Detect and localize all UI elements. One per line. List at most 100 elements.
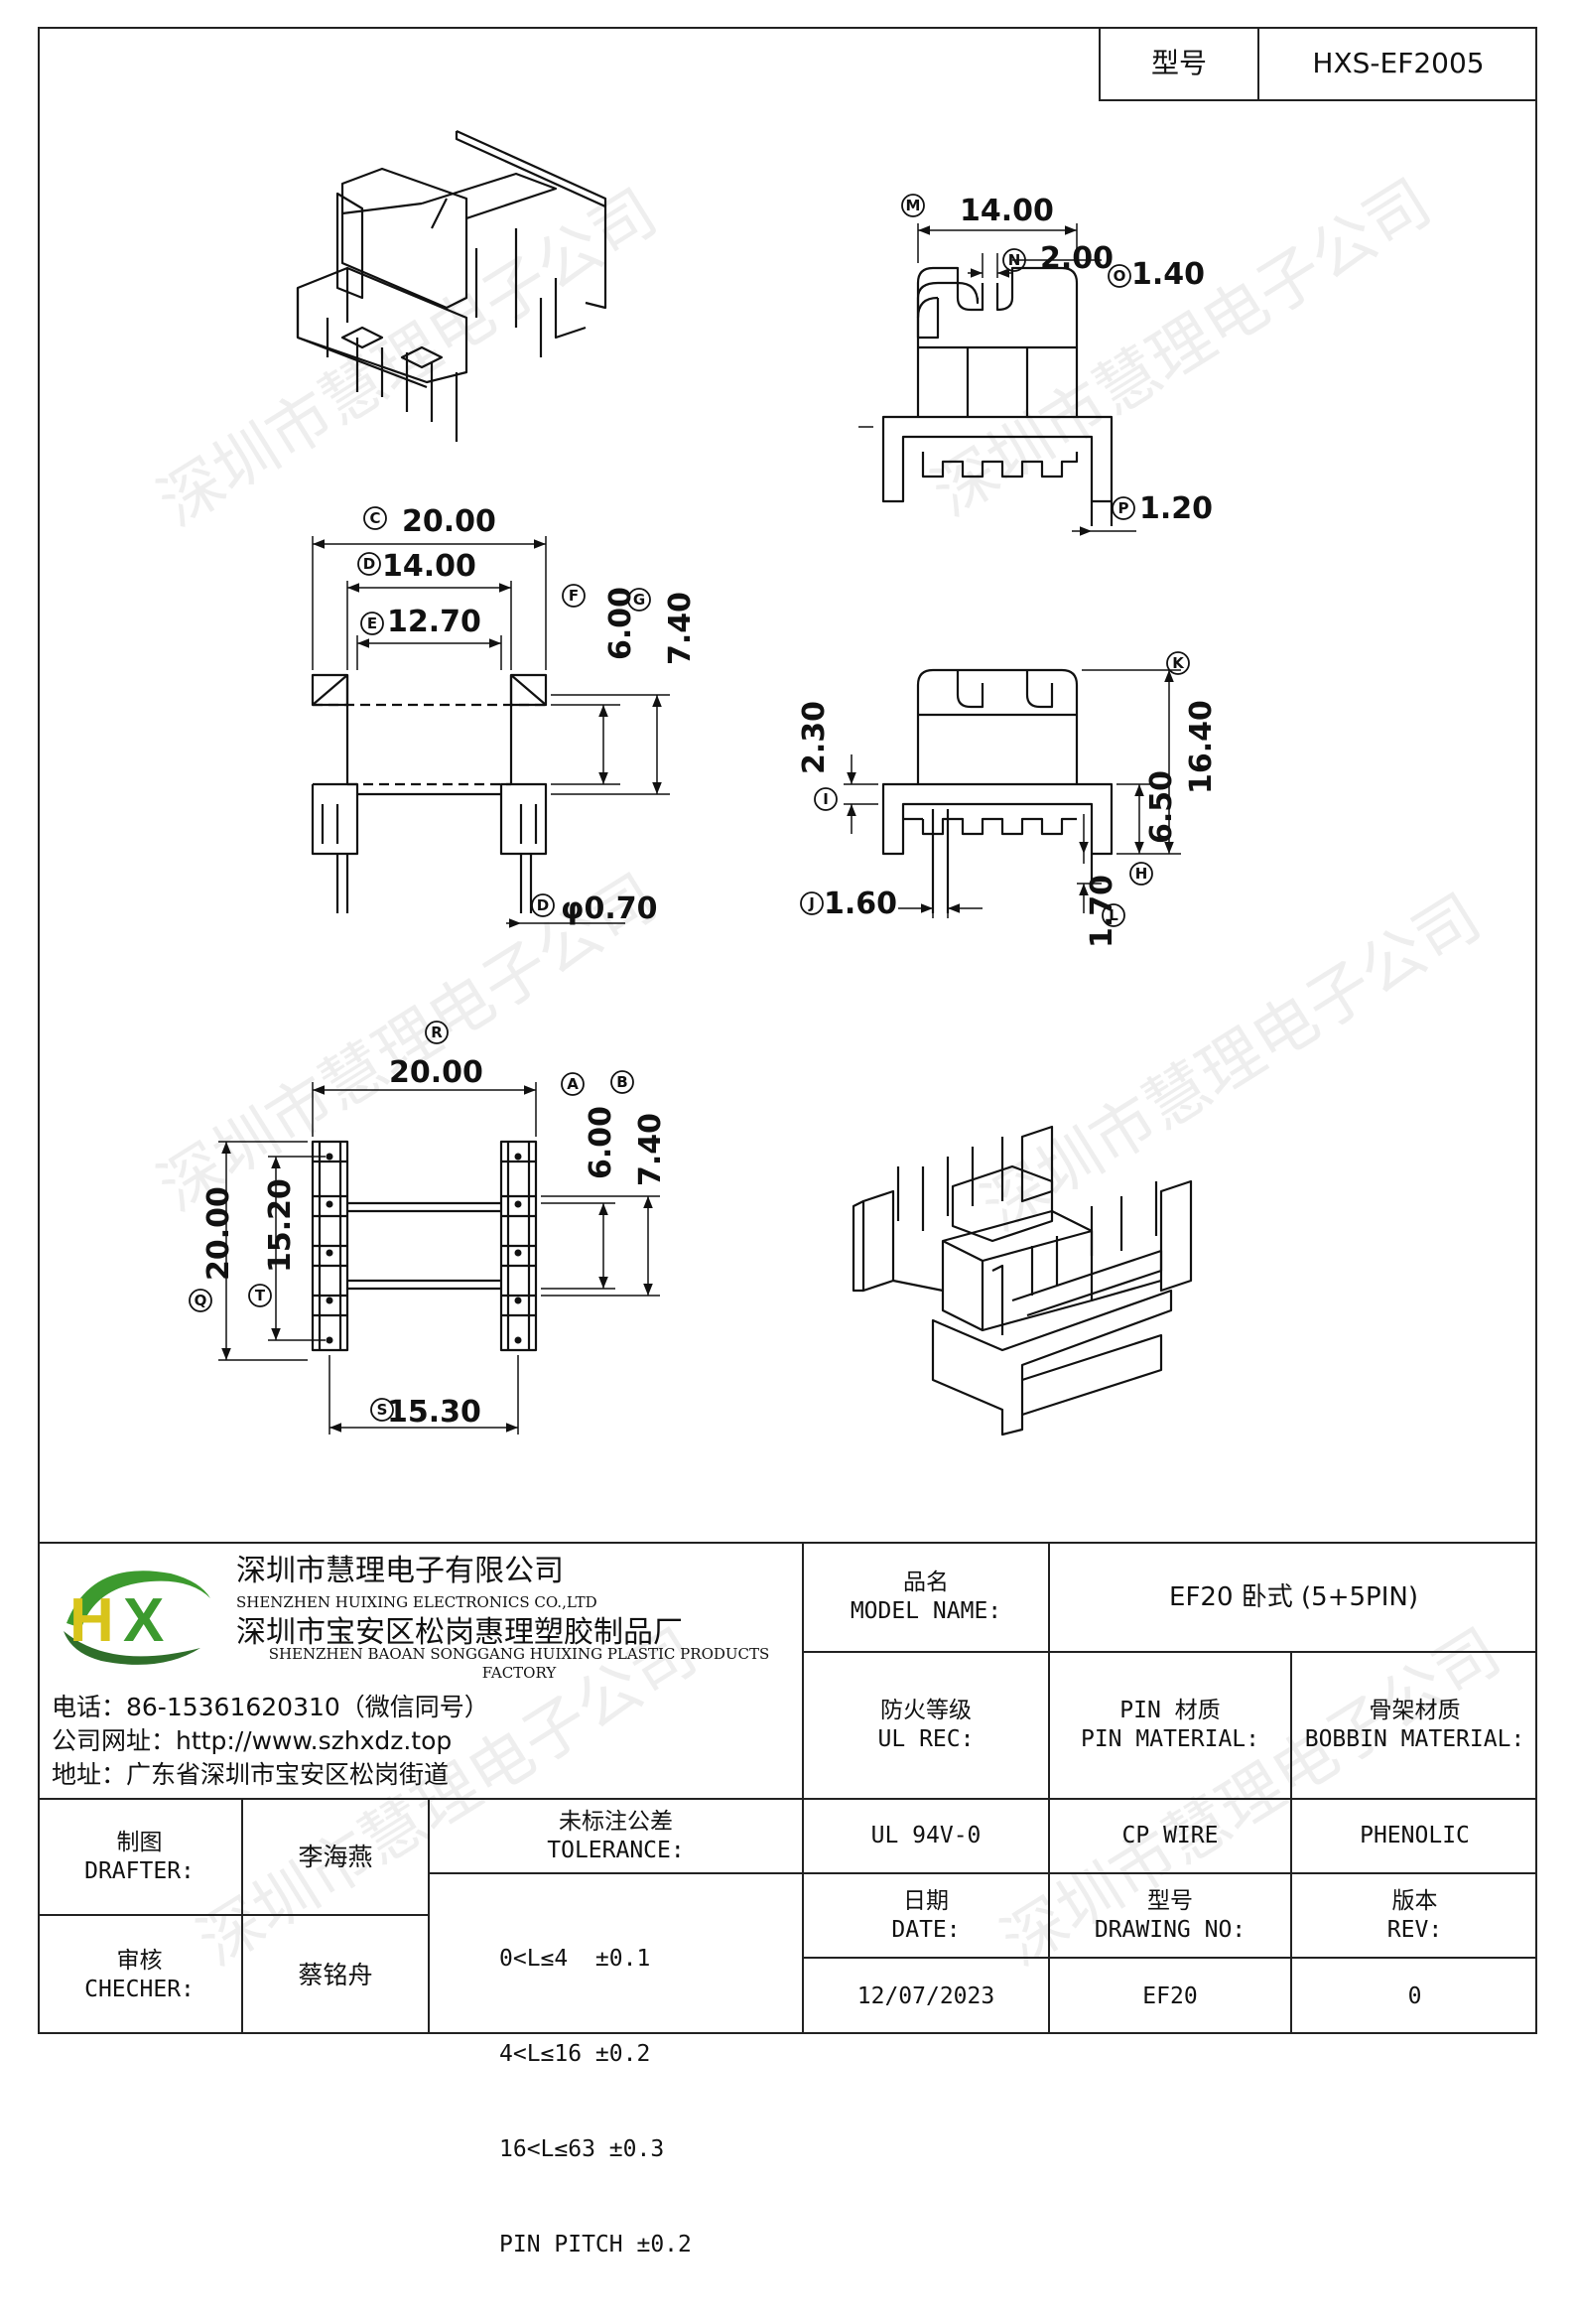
letter-B: B (616, 1073, 627, 1091)
date-label: 日期 DATE: (804, 1874, 1048, 1957)
front-view (311, 673, 548, 913)
dim-D-pin: φ0.70 (561, 891, 658, 926)
dim-S: 15.30 (387, 1395, 481, 1430)
date-value: 12/07/2023 (856, 1982, 995, 2009)
dim-H: 6.50 (1144, 770, 1179, 844)
bottom-view (311, 1140, 538, 1352)
model-box: 型号 HXS-EF2005 (1099, 27, 1537, 101)
dim-C: 20.00 (402, 504, 496, 539)
bobbin-material-label-cn: 骨架材质 (1369, 1698, 1461, 1724)
bottom-view-dims (218, 1082, 660, 1435)
dim-R: 20.00 (389, 1055, 483, 1090)
factory-name-cn: 深圳市宝安区松岗惠理塑胶制品厂 (236, 1615, 683, 1651)
letter-P: P (1118, 499, 1129, 517)
letter-L: L (1109, 906, 1118, 924)
letter-R: R (431, 1024, 443, 1041)
letter-C: C (369, 509, 380, 527)
dim-D: 14.00 (382, 549, 476, 584)
letter-I: I (823, 790, 829, 808)
bobbin-material-label: 骨架材质 BOBBIN MATERIAL: (1292, 1653, 1537, 1798)
model-name-label-cn: 品名 (903, 1570, 949, 1596)
letter-S: S (377, 1401, 388, 1419)
letter-J: J (808, 894, 815, 912)
letter-H: H (1135, 865, 1148, 883)
pin-material-label: PIN 材质 PIN MATERIAL: (1050, 1653, 1290, 1798)
drafter-label-en: DRAFTER: (84, 1857, 195, 1884)
tolerance-row: PIN PITCH ±0.2 (499, 2232, 692, 2257)
letter-G: G (633, 591, 645, 609)
pin-material-label-en: PIN MATERIAL: (1080, 1726, 1259, 1752)
title-block: H X 深圳市慧理电子有限公司 SHENZHEN HUIXING ELECTRO… (38, 1542, 1537, 2257)
checker-value: 蔡铭舟 (298, 1960, 373, 1989)
tolerance-row: 16<L≤63 ±0.3 (499, 2136, 665, 2162)
checker-label: 审核 CHECHER: (38, 1916, 241, 2034)
tolerance-label: 未标注公差 TOLERANCE: (430, 1800, 802, 1872)
letter-T: T (255, 1287, 266, 1304)
dim-I: 2.30 (797, 701, 832, 774)
letter-F: F (569, 587, 579, 605)
letter-A: A (567, 1075, 579, 1093)
company-phone: 电话：86-15361620310（微信同号） (52, 1693, 489, 1722)
dim-K: 16.40 (1184, 700, 1219, 794)
dim-A: 6.00 (584, 1106, 618, 1179)
dim-M: 14.00 (960, 194, 1054, 228)
model-name-value: EF20 卧式 (5+5PIN) (1169, 1581, 1418, 1612)
letter-K: K (1172, 654, 1185, 672)
model-name-label: 品名 MODEL NAME: (804, 1544, 1048, 1651)
dim-P: 1.20 (1139, 491, 1213, 526)
drafter-label: 制图 DRAFTER: (38, 1800, 241, 1914)
letter-Q: Q (195, 1292, 207, 1309)
side-view-mid-dims (844, 669, 1181, 918)
ul-value: UL 94V-0 (870, 1823, 982, 1849)
rev-label-cn: 版本 (1391, 1887, 1438, 1914)
side-view-top-dims (858, 223, 1136, 536)
front-view-dims (312, 536, 670, 928)
letter-D: D (363, 555, 375, 573)
company-address: 地址：广东省深圳市宝安区松岗街道 (52, 1760, 450, 1790)
dim-Q: 20.00 (201, 1186, 236, 1281)
drawing-no-label: 型号 DRAWING NO: (1050, 1874, 1290, 1957)
dim-J: 1.60 (824, 887, 897, 921)
tolerance-label-en: TOLERANCE: (547, 1837, 685, 1863)
letter-D-pin: D (537, 896, 549, 914)
ul-label-en: UL REC: (877, 1726, 975, 1752)
model-label: 型号 (1150, 47, 1207, 79)
company-logo: H X (64, 1571, 210, 1665)
dimension-reference-letters: M N O P C D E F G D I J K H L R A B Q T … (189, 194, 1190, 1422)
tolerance-row: 4<L≤16 ±0.2 (499, 2041, 651, 2067)
pin-material-value: CP WIRE (1121, 1823, 1219, 1849)
ul-label: 防火等级 UL REC: (804, 1653, 1048, 1798)
model-value: HXS-EF2005 (1312, 47, 1485, 79)
factory-name-en: SHENZHEN BAOAN SONGGANG HUIXING PLASTIC … (268, 1645, 770, 1682)
tolerance-row: 0<L≤4 ±0.1 (499, 1946, 651, 1972)
company-name-cn: 深圳市慧理电子有限公司 (236, 1554, 564, 1589)
dim-T: 15.20 (263, 1178, 298, 1273)
dim-E: 12.70 (387, 605, 481, 639)
checker-label-cn: 审核 (116, 1947, 163, 1974)
drawing-sheet (38, 27, 1537, 2034)
date-label-cn: 日期 (903, 1887, 949, 1914)
rev-value: 0 (1407, 1982, 1422, 2009)
dim-G: 7.40 (663, 592, 698, 665)
bottom-view-pins (326, 1153, 522, 1344)
checker-label-en: CHECHER: (84, 1976, 195, 2002)
tolerance-label-cn: 未标注公差 (559, 1808, 673, 1835)
drafter-value: 李海燕 (298, 1842, 373, 1871)
dim-L: 1.70 (1085, 875, 1119, 948)
drawing-no-label-en: DRAWING NO: (1094, 1916, 1247, 1943)
tolerance-list: 0<L≤4 ±0.1 4<L≤16 ±0.2 16<L≤63 ±0.3 PIN … (499, 1879, 797, 2257)
drafter-label-cn: 制图 (116, 1829, 163, 1855)
dim-O: 1.40 (1131, 257, 1205, 292)
bobbin-material-value: PHENOLIC (1360, 1823, 1470, 1849)
letter-E: E (367, 615, 377, 632)
drawing-no-label-cn: 型号 (1147, 1887, 1193, 1914)
ul-label-cn: 防火等级 (880, 1698, 972, 1724)
company-website: 公司网址：http://www.szhxdz.top (52, 1726, 453, 1756)
logo-x: X (123, 1586, 164, 1655)
letter-N: N (1008, 251, 1021, 269)
model-name-label-en: MODEL NAME: (850, 1598, 1002, 1624)
technical-drawing: 14.00 2.00 1.40 1.20 20.00 14.00 12.70 6… (189, 129, 1219, 1436)
side-view-mid (881, 668, 1114, 913)
letter-M: M (906, 197, 921, 214)
dim-F: 6.00 (603, 587, 638, 660)
